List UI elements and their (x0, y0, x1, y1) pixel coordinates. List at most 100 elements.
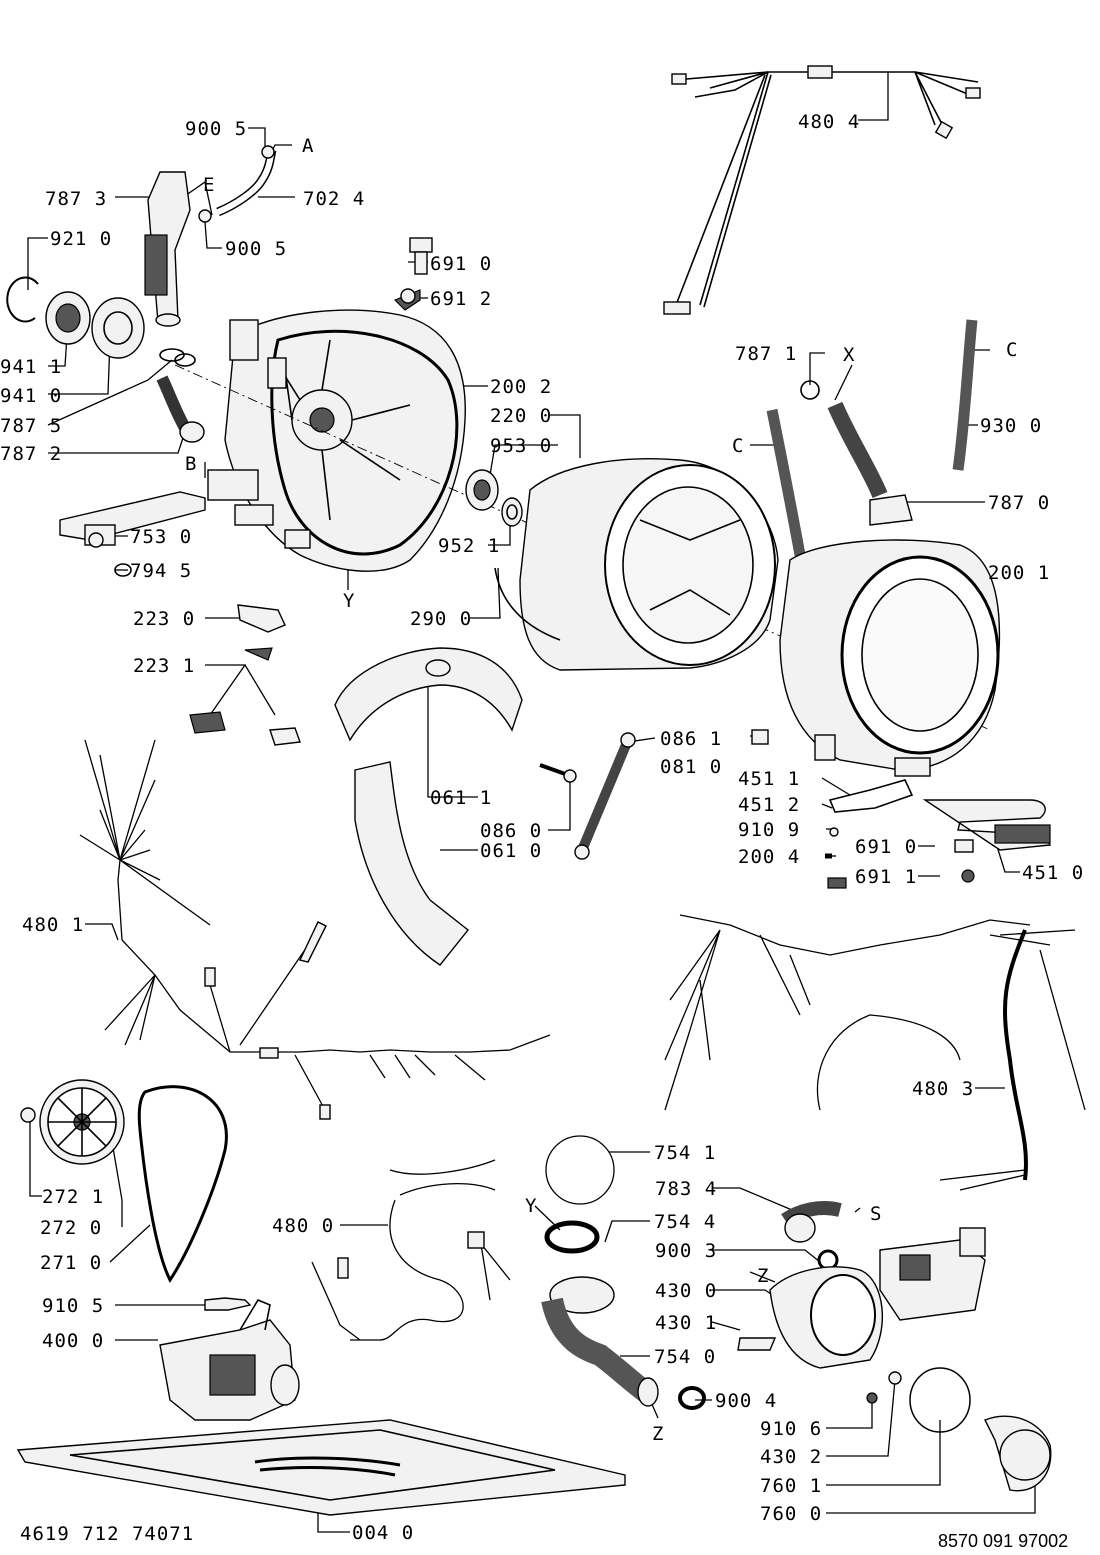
callout-label: 691 2 (430, 288, 492, 310)
callout-label: 910 5 (42, 1295, 104, 1317)
callout-label: 787 3 (45, 188, 107, 210)
callout-label: A (302, 135, 314, 157)
callout-label: 480 3 (912, 1078, 974, 1100)
callout-label: 794 5 (130, 560, 192, 582)
front-tub (779, 539, 1001, 777)
callout-label: 754 4 (654, 1211, 716, 1233)
callout-label: 787 5 (0, 415, 62, 437)
base-plate (16, 1419, 626, 1516)
rear-tub (207, 309, 466, 572)
counterweight-clips (189, 604, 301, 746)
bearings (6, 276, 196, 367)
callout-label: E (203, 174, 215, 196)
callout-labels: 900 5 A 787 3 E 702 4 900 5 921 0 691 0 691 2 480… (0, 111, 1084, 1544)
callout-label: 754 0 (654, 1346, 716, 1368)
callout-label: 783 4 (655, 1178, 717, 1200)
callout-label: 480 4 (798, 111, 860, 133)
callout-label: 691 1 (855, 866, 917, 888)
callout-label: 272 0 (40, 1217, 102, 1239)
seals (465, 469, 523, 527)
pump-assembly (544, 1135, 1052, 1492)
callout-label: 941 1 (0, 356, 62, 378)
callout-label: S (870, 1203, 882, 1225)
callout-label: 061 0 (480, 840, 542, 862)
callout-label: B (185, 453, 197, 475)
callout-label: 430 2 (760, 1446, 822, 1468)
inlet-hose (198, 145, 277, 223)
callout-label: Z (757, 1265, 769, 1287)
drain-bellows (156, 375, 205, 443)
callout-label: 753 0 (130, 526, 192, 548)
callout-label: 691 0 (430, 253, 492, 275)
leader-lines (27, 72, 1036, 1533)
callout-label: 760 0 (760, 1503, 822, 1525)
callout-label: 200 1 (988, 562, 1050, 584)
callout-label: 921 0 (50, 228, 112, 250)
wiring-harness-top (663, 65, 981, 315)
callout-label: 900 5 (185, 118, 247, 140)
pin-parts (393, 237, 433, 311)
callout-label: Z (652, 1423, 664, 1445)
callout-label: 086 1 (660, 728, 722, 750)
callout-label: 290 0 (410, 608, 472, 630)
callout-label: 081 0 (660, 756, 722, 778)
callout-label: 430 0 (655, 1280, 717, 1302)
motor (159, 1297, 300, 1421)
dispenser-hose (144, 171, 191, 327)
callout-label: 787 0 (988, 492, 1050, 514)
callout-label: 430 1 (655, 1312, 717, 1334)
callout-label: 702 4 (303, 188, 365, 210)
callout-label: X (843, 344, 855, 366)
callout-label: Y (343, 590, 355, 612)
callout-label: 900 5 (225, 238, 287, 260)
filter-housing (541, 1276, 706, 1410)
springs-and-bellows (766, 319, 978, 556)
counterweight-lower (354, 761, 469, 966)
callout-label: Y (525, 1195, 537, 1217)
wiring-harness-small (311, 1159, 511, 1341)
sensor-bar (59, 491, 206, 577)
callout-label: 754 1 (654, 1142, 716, 1164)
callout-label: 900 3 (655, 1240, 717, 1262)
callout-label: 223 0 (133, 608, 195, 630)
callout-label: 953 0 (490, 435, 552, 457)
shock-absorber (539, 729, 769, 860)
drum-band (494, 567, 561, 641)
callout-label: 910 6 (760, 1418, 822, 1440)
callout-label: 930 0 (980, 415, 1042, 437)
drawing-code-right: 8570 091 97002 (938, 1531, 1068, 1551)
heater-assembly (825, 779, 1052, 889)
callout-label: 220 0 (490, 405, 552, 427)
callout-label: 451 1 (738, 768, 800, 790)
callout-label: 271 0 (40, 1252, 102, 1274)
callout-label: 086 0 (480, 820, 542, 842)
drum (519, 458, 779, 671)
callout-label: 910 9 (738, 819, 800, 841)
callout-label: 760 1 (760, 1475, 822, 1497)
callout-label: 400 0 (42, 1330, 104, 1352)
callout-label: 451 0 (1022, 862, 1084, 884)
callout-label: 272 1 (42, 1186, 104, 1208)
callout-label: 061 1 (430, 787, 492, 809)
counterweight-upper (334, 647, 523, 742)
callout-label: 900 4 (715, 1390, 777, 1412)
callout-label: 787 1 (735, 343, 797, 365)
wiring-harness-right (664, 914, 1086, 1191)
callout-label: 480 0 (272, 1215, 334, 1237)
callout-label: 787 2 (0, 443, 62, 465)
callout-label: C (1006, 339, 1018, 361)
callout-label: 691 0 (855, 836, 917, 858)
callout-label: 451 2 (738, 794, 800, 816)
callout-label: 941 0 (0, 385, 62, 407)
wiring-harness-left (79, 739, 551, 1120)
callout-label: 004 0 (352, 1522, 414, 1544)
drawing-code-left: 4619 712 74071 (20, 1523, 194, 1545)
callout-label: C (732, 435, 744, 457)
callout-label: 480 1 (22, 914, 84, 936)
callout-label: 200 2 (490, 376, 552, 398)
callout-label: 952 1 (438, 535, 500, 557)
callout-label: 223 1 (133, 655, 195, 677)
pulley-and-belt (20, 1079, 228, 1283)
callout-label: 200 4 (738, 846, 800, 868)
